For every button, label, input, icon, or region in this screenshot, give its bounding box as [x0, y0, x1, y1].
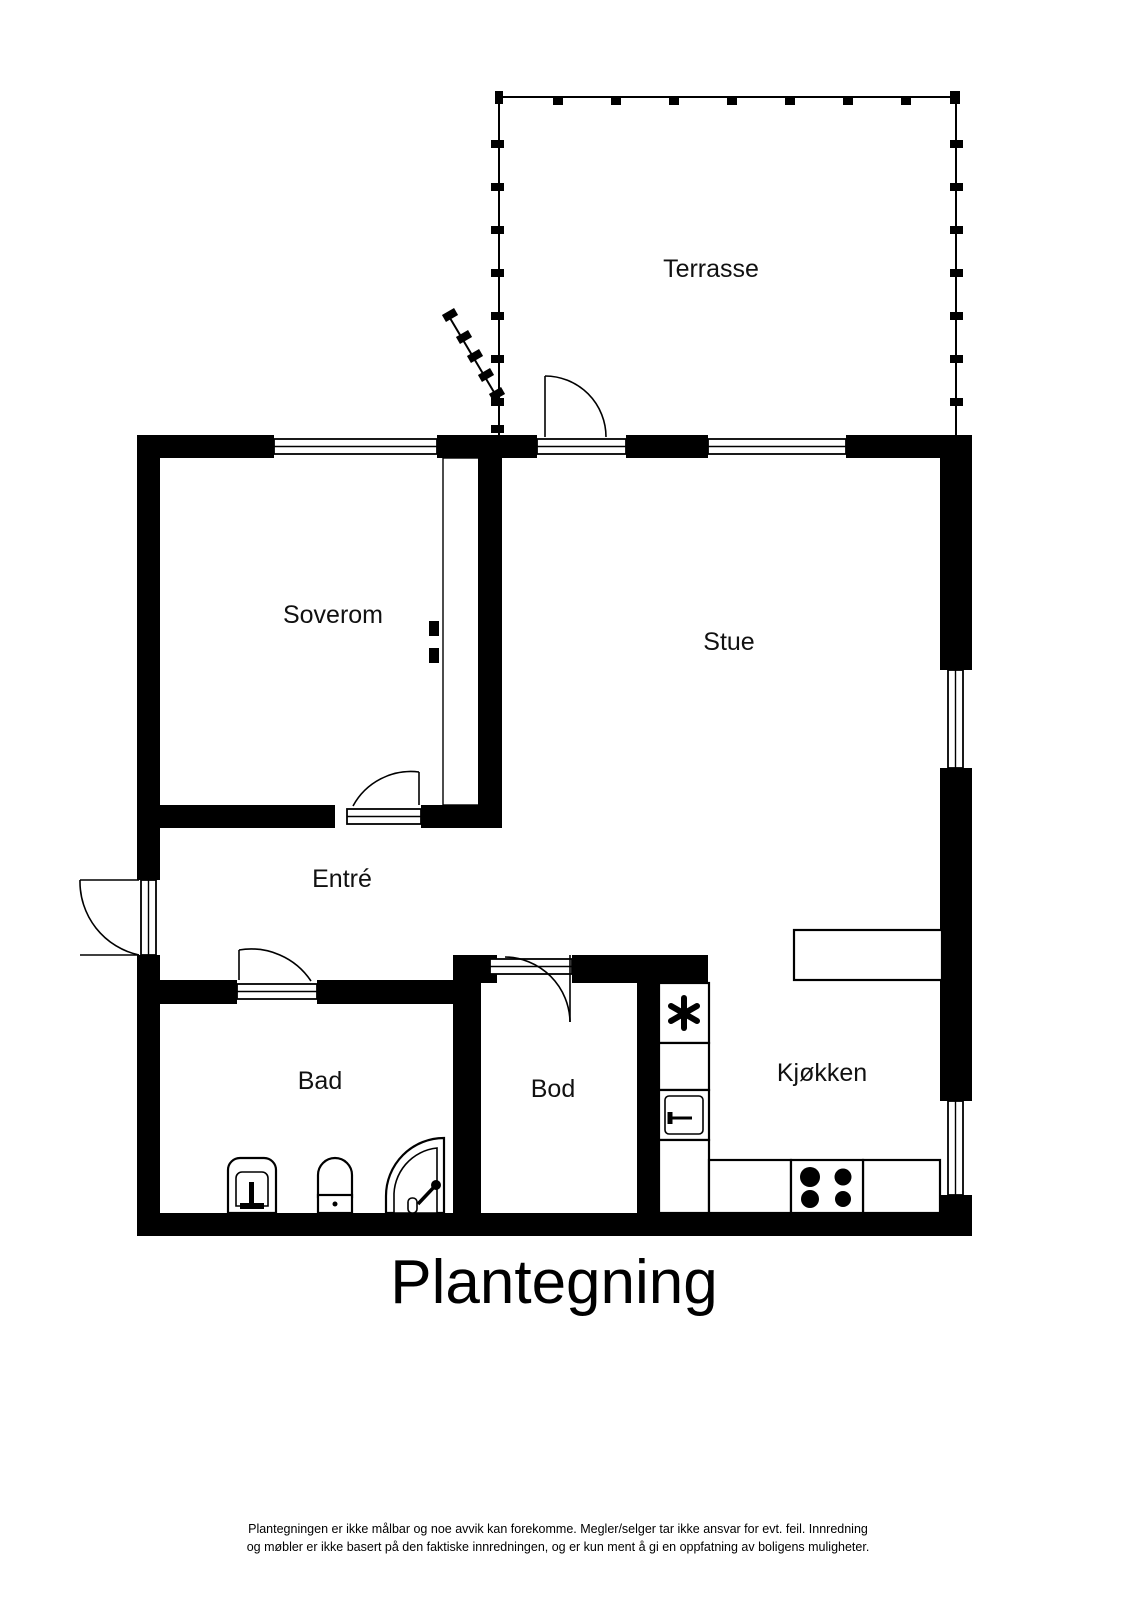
- wall-soverom-south-2: [421, 805, 502, 828]
- window-top-soverom: [273, 438, 438, 455]
- terrace-railing-posts-right: [950, 140, 963, 406]
- wall-bod-corner: [453, 955, 481, 983]
- stove-burner-1: [800, 1167, 820, 1187]
- wall-bod-north-2: [572, 955, 708, 983]
- room-label-soverom: Soverom: [283, 601, 383, 629]
- room-label-stue: Stue: [703, 628, 754, 656]
- terrace-railing-posts-left: [491, 140, 504, 433]
- wall-north-3: [626, 435, 708, 458]
- room-label-bad: Bad: [298, 1067, 342, 1095]
- room-labels: Terrasse Soverom Stue Entré Bad Bod Kjøk…: [283, 255, 867, 1103]
- disclaimer-line-2: og møbler er ikke basert på den faktiske…: [247, 1540, 870, 1554]
- room-label-bod: Bod: [531, 1075, 575, 1103]
- kitchen-sink: [657, 1088, 711, 1142]
- terrace-stair-posts: [441, 308, 506, 401]
- wall-soverom-south-1: [160, 805, 335, 828]
- washbasin-faucet-icon: [240, 1182, 264, 1209]
- wall-bod-east: [637, 983, 659, 1236]
- shower: [384, 1136, 446, 1215]
- stove-burner-4: [835, 1191, 851, 1207]
- window-right-lower: [947, 1100, 964, 1196]
- wall-bad-north-1: [160, 980, 237, 1004]
- walls: [79, 375, 972, 1236]
- washbasin: [226, 1156, 278, 1215]
- wall-soverom-east: [478, 435, 502, 825]
- window-top-stue-left: [707, 438, 847, 455]
- bathroom-fixtures: [226, 1136, 446, 1215]
- snowflake-icon: [668, 995, 700, 1031]
- kitchen-cabinet-lower: [657, 1138, 711, 1215]
- wall-south: [137, 1213, 972, 1236]
- wall-north-1: [137, 435, 274, 458]
- wall-bad-north-2: [317, 980, 453, 1004]
- door-entrance: [79, 879, 157, 956]
- wall-bad-bod-divider: [453, 980, 481, 1236]
- stue-cabinet: [792, 928, 944, 982]
- door-terrace-swing: [544, 375, 607, 438]
- toilet-flush-icon: [332, 1201, 338, 1207]
- wall-east-2: [940, 768, 972, 1101]
- sink-faucet-icon: [667, 1112, 692, 1124]
- stove-burner-3: [801, 1190, 819, 1208]
- wall-east-1: [940, 435, 972, 670]
- wall-west-lower: [137, 955, 160, 1236]
- kitchen-fixtures: [657, 928, 944, 1215]
- kitchen-counter-south-left: [707, 1158, 793, 1215]
- room-label-entre: Entré: [312, 865, 372, 893]
- door-soverom: [346, 770, 422, 825]
- toilet: [316, 1156, 354, 1215]
- terrace-area: [441, 91, 963, 437]
- wardrobe-icon: [429, 457, 480, 806]
- shower-head-icon: [407, 1180, 441, 1214]
- room-label-terrasse: Terrasse: [663, 255, 759, 283]
- door-terrace-opening: [536, 438, 627, 455]
- door-bod: [489, 955, 573, 1023]
- disclaimer-line-1: Plantegningen er ikke målbar og noe avvi…: [248, 1522, 868, 1536]
- kitchen-counter-south-right: [861, 1158, 942, 1215]
- stove: [789, 1158, 865, 1215]
- wall-west-upper: [137, 435, 160, 880]
- stove-burner-2: [834, 1168, 852, 1186]
- door-bad: [236, 948, 318, 1000]
- kitchen-cabinet-upper: [657, 1041, 711, 1092]
- window-right-upper: [947, 669, 964, 769]
- room-label-kjokken: Kjøkken: [777, 1059, 867, 1087]
- page-title: Plantegning: [390, 1248, 718, 1317]
- refrigerator: [657, 981, 711, 1045]
- disclaimer: Plantegningen er ikke målbar og noe avvi…: [247, 1522, 870, 1554]
